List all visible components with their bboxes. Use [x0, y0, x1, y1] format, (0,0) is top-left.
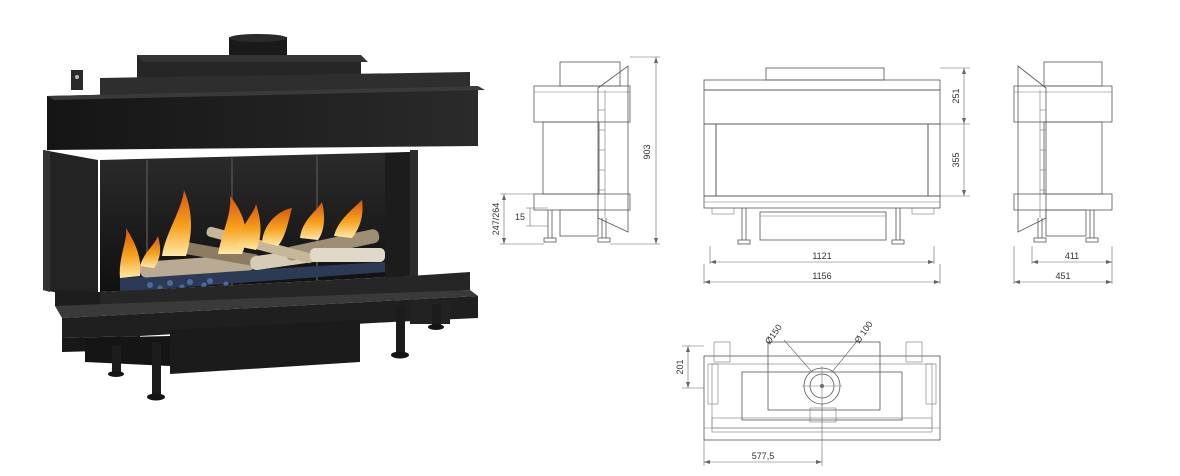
dim-leg-range: 247/264 — [491, 203, 501, 236]
fireplace-photo — [43, 34, 485, 401]
dim-glass-height: 355 — [951, 152, 961, 167]
dimension-labels: 903 247/264 15 251 355 1121 1156 411 451… — [491, 88, 1079, 461]
dim-flue-offset: 577,5 — [752, 451, 775, 461]
left-side-elevation — [500, 56, 660, 245]
front-elevation — [703, 67, 970, 284]
top-plan-view — [682, 339, 941, 466]
dim-flue-depth: 201 — [675, 359, 685, 374]
dim-outer-width: 1156 — [812, 271, 831, 281]
dim-foot: 15 — [515, 212, 525, 222]
dim-top-section: 251 — [951, 88, 961, 103]
dim-flue-inner: Ø 100 — [852, 319, 874, 345]
dim-flue-outer: Ø150 — [763, 322, 784, 346]
dim-height-total: 903 — [642, 144, 652, 159]
dim-inner-width: 1121 — [812, 251, 831, 261]
right-side-elevation — [1013, 61, 1113, 284]
dim-side-outer: 451 — [1055, 271, 1070, 281]
dim-side-inner: 411 — [1065, 251, 1079, 261]
